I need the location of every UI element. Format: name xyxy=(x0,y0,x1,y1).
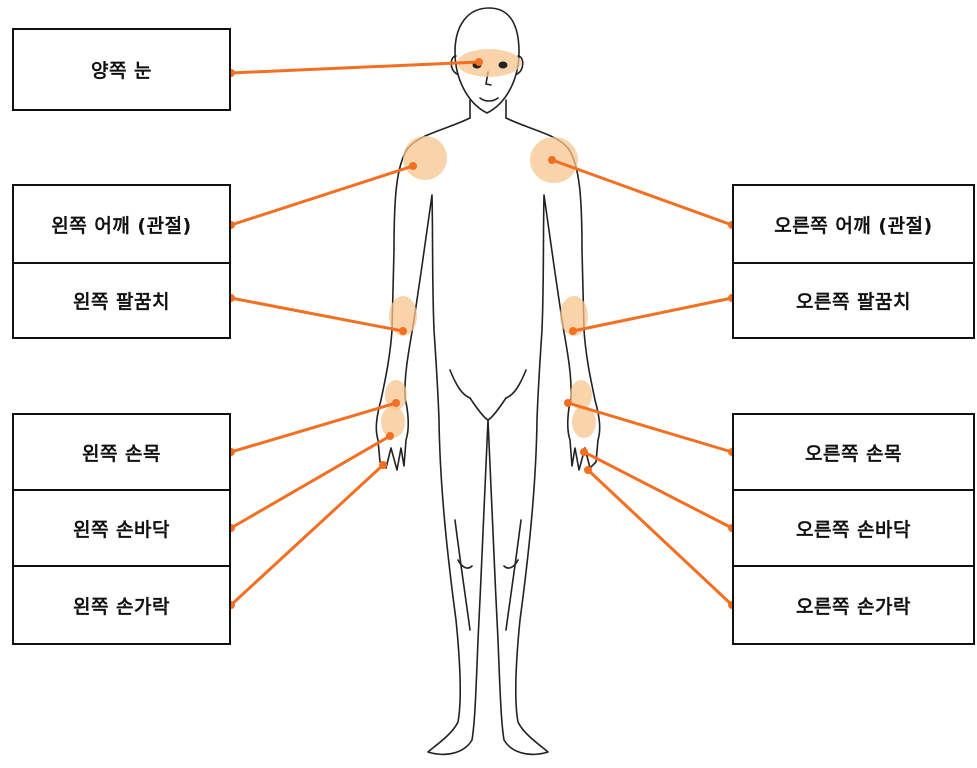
right-eye xyxy=(499,62,508,69)
dot-left-palm-target xyxy=(386,432,394,440)
label-left-elbow: 왼쪽 팔꿈치 xyxy=(12,262,231,339)
dot-left-shoulder-target xyxy=(409,162,417,170)
label-right-palm: 오른쪽 손바닥 xyxy=(732,489,975,567)
dot-eyes-target xyxy=(475,58,483,66)
dot-right-fingers-target xyxy=(584,466,592,474)
connector-right-elbow xyxy=(573,298,732,331)
dot-right-wrist-target xyxy=(564,399,572,407)
connector-eyes xyxy=(231,62,479,73)
label-right-fingers: 오른쪽 손가락 xyxy=(732,565,975,645)
chest-detail xyxy=(450,370,470,398)
groin-detail xyxy=(470,398,506,420)
label-left-palm: 왼쪽 손바닥 xyxy=(12,489,231,567)
left-palm-highlight xyxy=(381,406,405,438)
highlight-regions xyxy=(381,49,596,438)
left-shoulder-highlight xyxy=(403,136,447,180)
connector-left-elbow xyxy=(231,298,403,331)
label-right-wrist: 오른쪽 손목 xyxy=(732,413,975,491)
figure-outline xyxy=(376,8,599,754)
label-right-shoulder: 오른쪽 어깨 (관절) xyxy=(732,184,975,264)
dot-left-wrist-target xyxy=(392,399,400,407)
label-left-wrist: 왼쪽 손목 xyxy=(12,413,231,491)
connector-left-shoulder xyxy=(231,166,413,225)
dot-right-palm-target xyxy=(580,448,588,456)
connector-lines xyxy=(231,62,732,605)
label-both-eyes: 양쪽 눈 xyxy=(12,28,231,111)
mouth-outline xyxy=(480,98,498,101)
dot-right-shoulder-target xyxy=(548,156,556,164)
label-left-fingers: 왼쪽 손가락 xyxy=(12,565,231,645)
body-silhouette xyxy=(376,118,599,754)
dot-left-fingers-target xyxy=(379,461,387,469)
connector-left-wrist xyxy=(231,403,396,452)
connector-right-shoulder xyxy=(552,160,732,225)
right-leg-detail xyxy=(506,520,521,630)
chest-detail-right xyxy=(506,370,526,398)
connector-dots xyxy=(227,58,736,609)
connector-left-fingers xyxy=(231,465,383,605)
label-left-shoulder: 왼쪽 어깨 (관절) xyxy=(12,184,231,264)
label-right-elbow: 오른쪽 팔꿈치 xyxy=(732,262,975,339)
left-leg-detail xyxy=(455,520,470,630)
dot-left-elbow-target xyxy=(399,327,407,335)
dot-right-elbow-target xyxy=(569,327,577,335)
connector-right-palm xyxy=(584,452,732,528)
